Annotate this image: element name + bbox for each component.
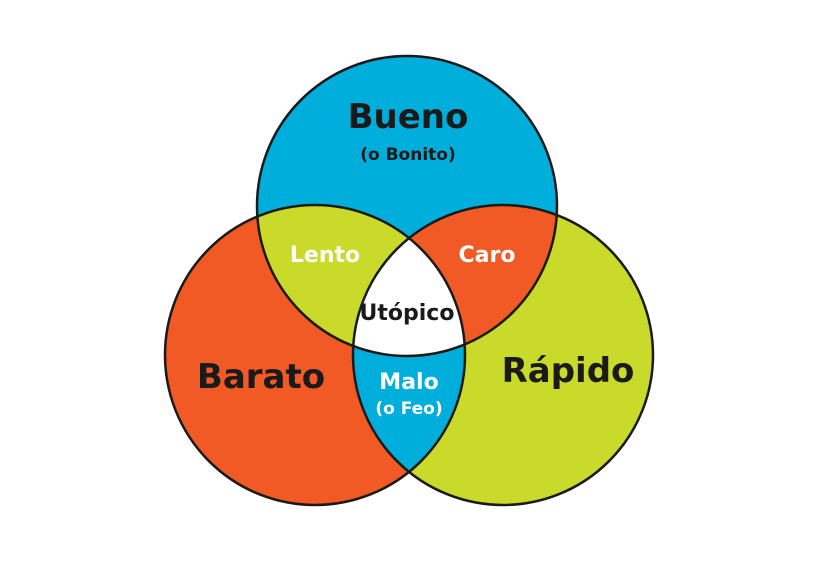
label-lento: Lento (290, 243, 360, 268)
label-o-feo: (o Feo) (375, 399, 442, 419)
label-barato: Barato (197, 357, 325, 397)
label-caro: Caro (459, 243, 516, 268)
label-rapido: Rápido (502, 351, 635, 391)
outline-barato (163, 203, 467, 507)
outline-bueno (255, 54, 559, 358)
label-utopico: Utópico (360, 301, 455, 326)
overlap-utopico (353, 205, 465, 356)
label-o-bonito: (o Bonito) (360, 145, 456, 165)
outline-rapido (351, 203, 655, 507)
label-bueno: Bueno (348, 97, 469, 137)
label-malo: Malo (379, 370, 438, 395)
